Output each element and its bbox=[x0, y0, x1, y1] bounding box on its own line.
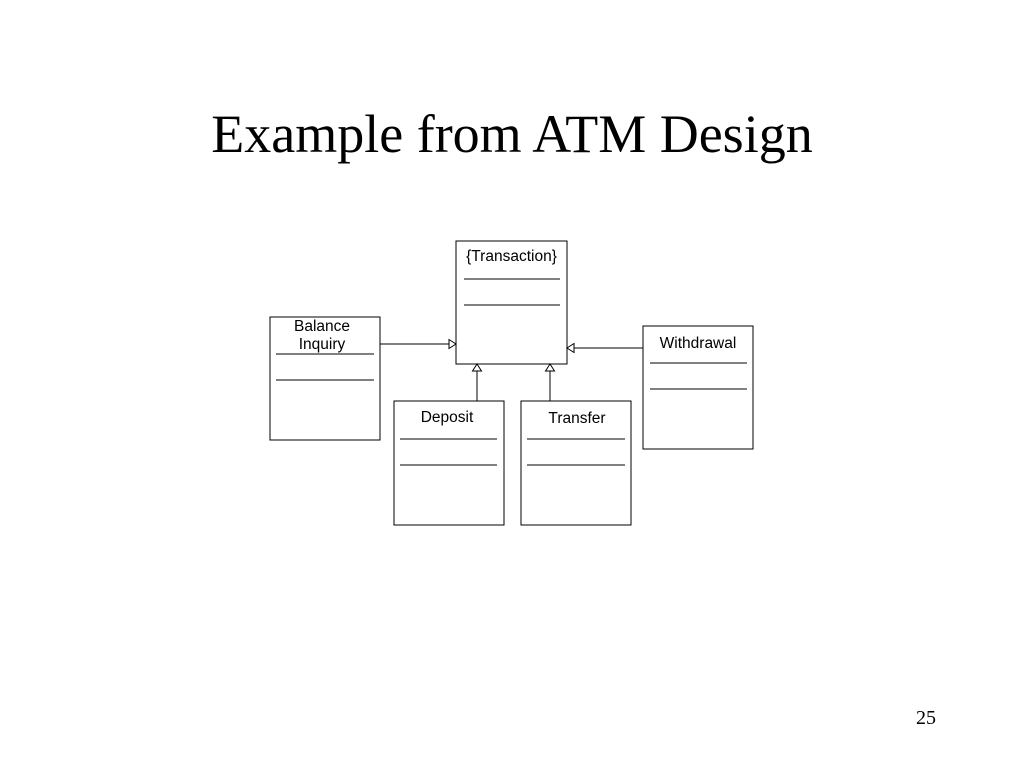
class-name-deposit: Deposit bbox=[421, 409, 474, 426]
class-box-balance-inquiry: Balance Inquiry bbox=[269, 316, 381, 441]
class-name-withdrawal: Withdrawal bbox=[660, 335, 737, 352]
class-box-transfer: Transfer bbox=[520, 400, 632, 526]
generalization-arrowhead bbox=[544, 363, 556, 372]
generalization-arrowhead bbox=[448, 338, 457, 350]
class-name-balance-inquiry-line1: Balance bbox=[294, 318, 350, 335]
class-name-transfer: Transfer bbox=[548, 410, 605, 427]
generalization-arrowhead bbox=[566, 342, 575, 354]
slide-title: Example from ATM Design bbox=[211, 104, 813, 164]
class-box-deposit: Deposit bbox=[393, 400, 505, 526]
arrow-deposit-to-transaction bbox=[471, 363, 483, 401]
class-box-transaction: {Transaction} bbox=[455, 240, 568, 365]
generalization-arrowhead bbox=[471, 363, 483, 372]
arrow-balance-inquiry-to-transaction bbox=[380, 338, 457, 350]
page-number: 25 bbox=[916, 707, 936, 729]
arrow-transfer-to-transaction bbox=[544, 363, 556, 401]
class-name-transaction: {Transaction} bbox=[466, 248, 557, 265]
class-box-withdrawal: Withdrawal bbox=[642, 325, 754, 450]
arrow-withdrawal-to-transaction bbox=[566, 342, 643, 354]
class-name-balance-inquiry-line2: Inquiry bbox=[299, 336, 346, 353]
